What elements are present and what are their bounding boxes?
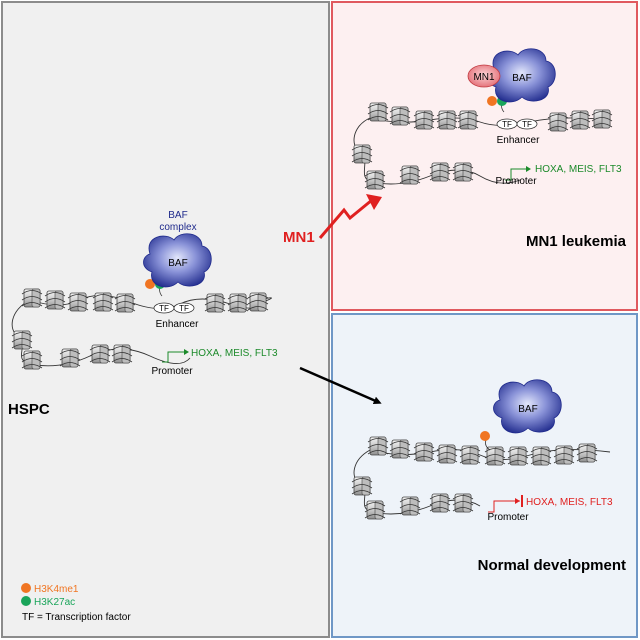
h3k4me1-mark-icon [487,96,497,106]
promoter-label: Promoter [151,366,193,377]
tf-label: TF [502,120,512,129]
hspc-chromatin: TF TF Enhancer BAF BAF complex HOXA, MEI… [11,210,278,377]
hspc-panel [1,1,330,638]
h3k4me1-mark-icon [145,279,155,289]
tf-oval [516,118,538,130]
mn1-protein-label: MN1 [473,72,495,83]
promoter-label: Promoter [487,512,529,523]
mn1-leukemia-panel [331,1,638,311]
hspc-title: HSPC [8,401,50,418]
mn1-arrow-label: MN1 [283,229,315,246]
genes-label-repressed: HOXA, MEIS, FLT3 [526,497,613,508]
h3k4me1-legend-icon [21,583,31,593]
normal-development-title: Normal development [478,557,626,574]
legend: H3K4me1 H3K27ac TF = Transcription facto… [21,583,131,623]
enhancer-label: Enhancer [497,135,540,146]
genes-label-active: HOXA, MEIS, FLT3 [535,164,622,175]
baf-label: BAF [168,258,187,269]
baf-label: BAF [518,404,537,415]
h3k4me1-mark-icon [480,431,490,441]
tf-label: TF [522,120,532,129]
legend-h3k27ac: H3K27ac [34,597,75,608]
enhancer-label: Enhancer [156,319,199,330]
normal-development-arrow [299,366,382,405]
mn1-leukemia-title: MN1 leukemia [526,233,627,250]
normal-chromatin: BAF HOXA, MEIS, FLT3 Promoter [351,379,613,523]
baf-label: BAF [512,73,531,84]
tf-oval [173,302,195,314]
mn1-chromatin: TF TF Enhancer BAF MN1 HOXA, MEIS, FLT3 … [351,48,622,190]
tf-label: TF [179,304,189,313]
legend-tf-definition: TF = Transcription factor [22,612,131,623]
promoter-label: Promoter [495,176,537,187]
h3k27ac-legend-icon [21,596,31,606]
mn1-protein-icon [467,64,501,88]
normal-development-panel [331,313,638,638]
mn1-arrow: MN1 [283,194,382,246]
baf-complex-label-line1: BAF [168,210,187,221]
genes-label-active: HOXA, MEIS, FLT3 [191,348,278,359]
tf-label: TF [159,304,169,313]
legend-h3k4me1: H3K4me1 [34,584,79,595]
baf-complex-label-line2: complex [159,222,196,233]
